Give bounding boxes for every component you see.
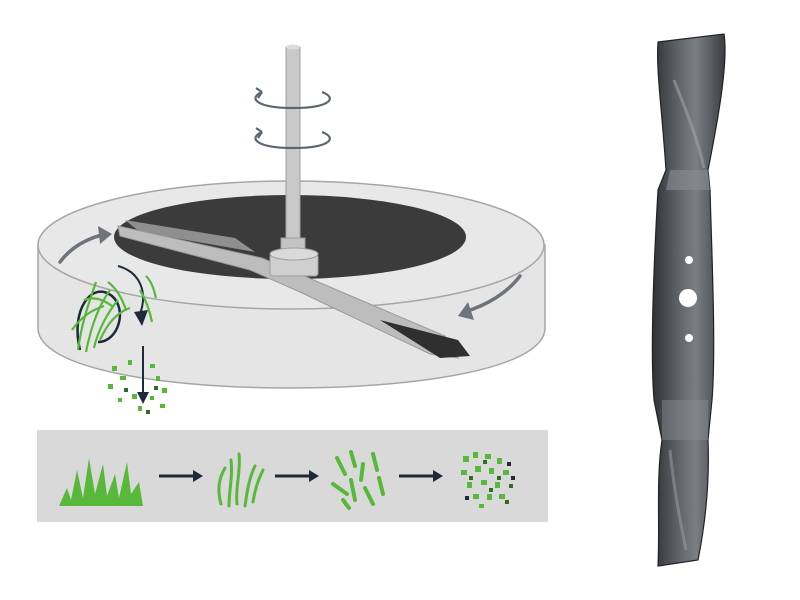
- mulching-process-strip: [37, 430, 548, 522]
- mower-deck-illustration: [0, 0, 560, 420]
- mower-blade-image: [600, 20, 760, 580]
